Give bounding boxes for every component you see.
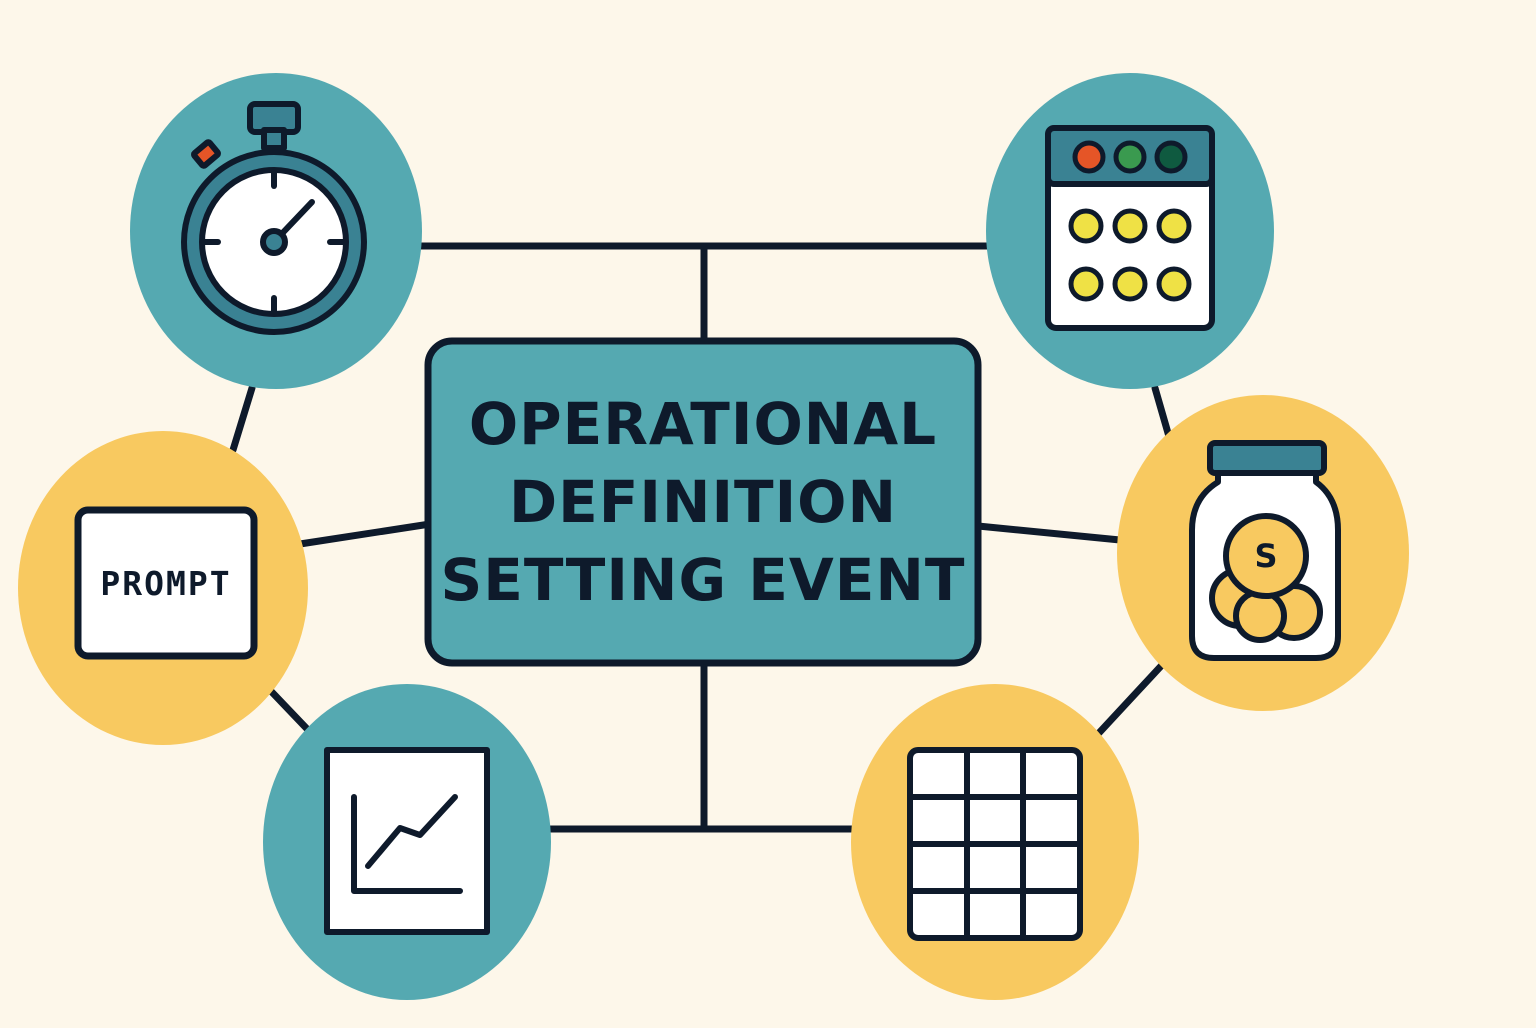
center-title: OPERATIONAL DEFINITION SETTING EVENT (428, 341, 978, 663)
status-dot-red (1072, 140, 1106, 174)
token-panel-icon (1045, 125, 1215, 331)
center-box (424, 337, 982, 667)
connector-right (974, 522, 1124, 544)
status-dot-darkgreen (1154, 140, 1188, 174)
connector-jar-table (1094, 661, 1166, 738)
connector-prompt-chart (264, 684, 314, 736)
prompt-card-icon (74, 506, 258, 660)
connector-lines (229, 242, 1174, 833)
center-title-line-3: SETTING EVENT (440, 546, 966, 614)
connector-panel-jar (1151, 384, 1174, 444)
prompt-label: PROMPT (100, 563, 232, 603)
money-jar-symbol: S (1254, 537, 1278, 575)
money-jar-icon (1189, 440, 1341, 661)
grid-table-icon (907, 747, 1083, 941)
line-chart-icon (324, 747, 490, 935)
connector-stopwatch-prompt (229, 384, 256, 454)
center-title-line-2: DEFINITION (508, 468, 898, 536)
stopwatch-icon (181, 101, 367, 335)
center-title-line-1: OPERATIONAL (468, 390, 938, 458)
connector-left (296, 520, 434, 548)
status-dot-green (1113, 140, 1147, 174)
